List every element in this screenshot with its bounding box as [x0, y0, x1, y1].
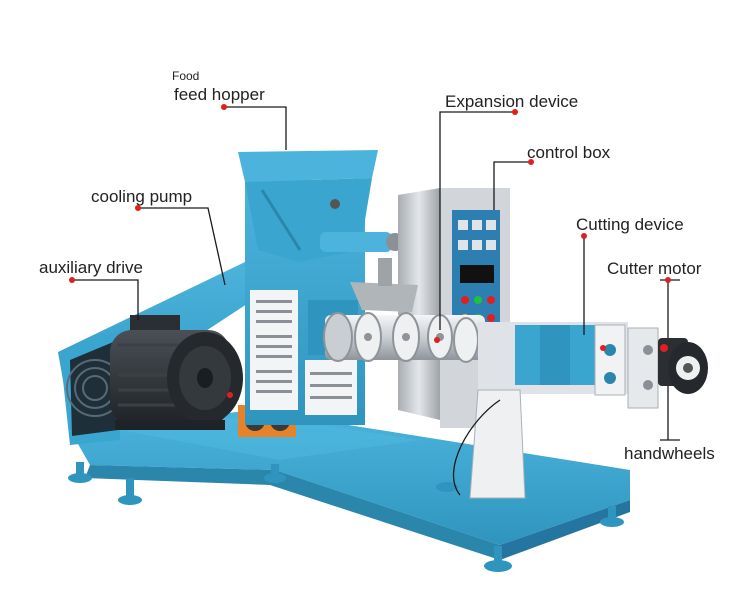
callout-leaders: [72, 106, 680, 441]
label-cutting-device: Cutting device: [576, 215, 684, 234]
cutter-stand: [452, 389, 526, 499]
cutting-device: [478, 322, 659, 409]
label-feed-hopper: feed hopper: [174, 85, 265, 104]
label-auxiliary-drive: auxiliary drive: [39, 258, 143, 277]
label-cooling-pump: cooling pump: [91, 187, 193, 206]
label-cutter-motor: Cutter motor: [607, 259, 702, 278]
cutter-motor: [658, 338, 708, 394]
machine-feet: [68, 462, 624, 572]
label-control-box: control box: [527, 143, 611, 162]
auxiliary-drive-motor: [110, 315, 243, 430]
label-expansion-device: Expansion device: [445, 92, 579, 111]
base-frame: [70, 410, 630, 560]
label-food: Food: [172, 69, 200, 83]
callout-dots: [69, 104, 671, 398]
control-box-cabinet: [398, 188, 510, 428]
feed-hopper: [238, 150, 404, 262]
label-handwheels: handwheels: [624, 444, 715, 463]
